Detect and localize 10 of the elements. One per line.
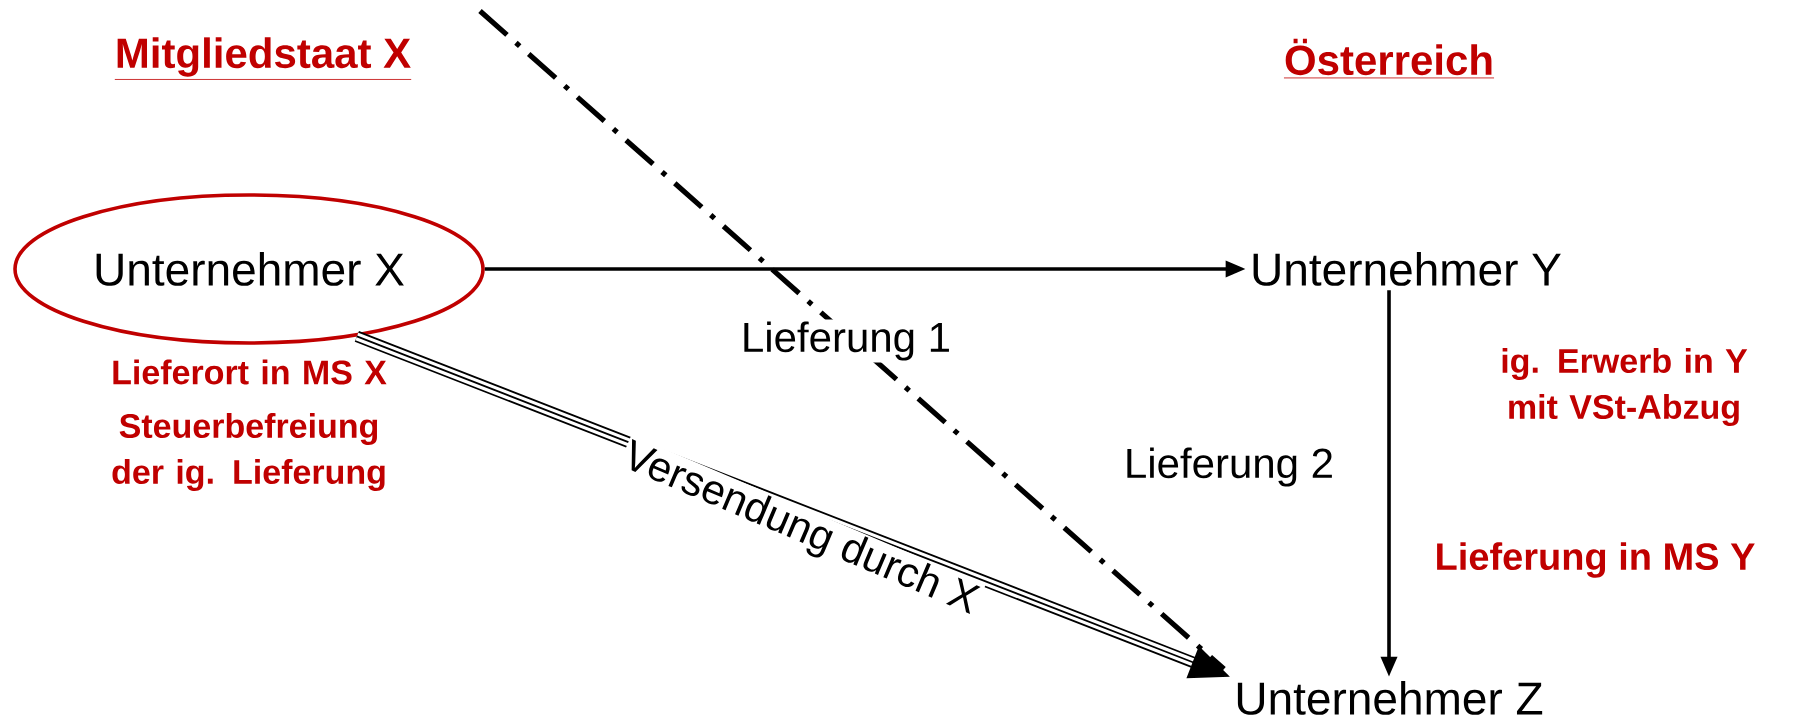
annotation: Lieferung in MS Y [1437, 542, 1755, 578]
entity-label: Unternehmer Y [1253, 252, 1561, 286]
annotation: Lieferort in MS X [113, 359, 387, 385]
entity-label: Unternehmer Z [1237, 681, 1543, 715]
annotation: ig. Erwerb in Y mit VSt-Abzug [1502, 348, 1748, 426]
annotation: Steuerbefreiung der ig. Lieferung [112, 413, 385, 491]
edge-label: Lieferung 1 [738, 319, 954, 363]
region-heading: Mitgliedstaat X [114, 37, 412, 80]
region-heading: Österreich [1283, 38, 1495, 79]
edge-label: Lieferung 2 [1121, 445, 1337, 489]
